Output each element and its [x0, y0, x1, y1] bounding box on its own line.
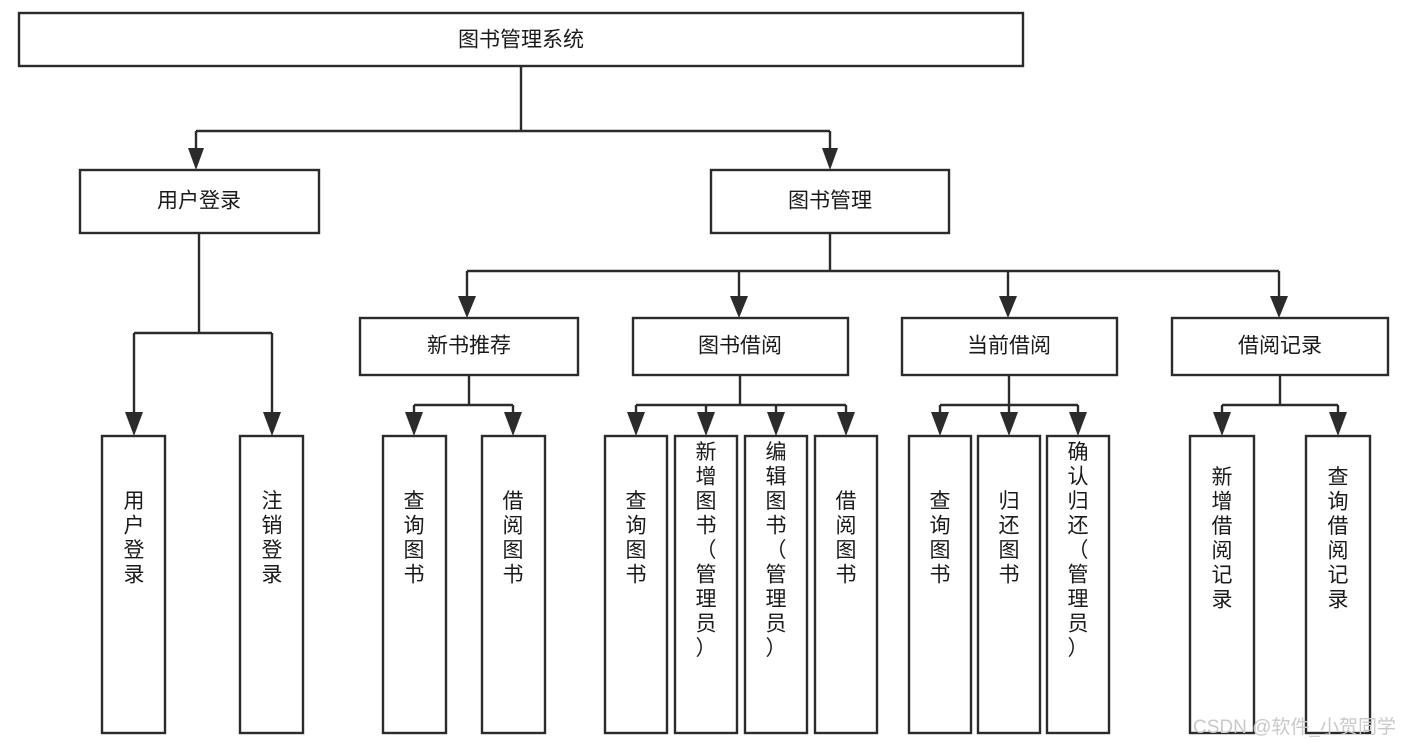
node-leaf-add-book-box[interactable] [673, 434, 739, 735]
arrow-head-leaf-query-book-1 [405, 412, 423, 436]
connector-layer [125, 66, 1347, 436]
node-borrow-record-box[interactable] [1170, 316, 1390, 377]
node-borrow-record-label: 借阅记录 [1238, 335, 1322, 358]
node-leaf-query-book-1[interactable]: 查询图书 [381, 434, 448, 735]
node-leaf-return-book-label: 归还图书 [999, 490, 1020, 587]
node-leaf-user-login-box[interactable] [100, 434, 167, 735]
node-new-book-recommend-label: 新书推荐 [427, 335, 511, 358]
node-leaf-logout-login[interactable]: 注销登录 [238, 434, 305, 735]
node-leaf-add-record-box[interactable] [1188, 434, 1256, 735]
arrow-head-current-borrow [999, 296, 1017, 318]
arrow-head-user-login [188, 148, 204, 170]
node-leaf-query-record[interactable]: 查询借阅记录 [1304, 434, 1372, 735]
node-root-label: 图书管理系统 [458, 29, 584, 52]
node-new-book-recommend-box[interactable] [358, 316, 580, 377]
node-current-borrow[interactable]: 当前借阅 [900, 316, 1119, 377]
node-book-manage-box[interactable] [709, 168, 951, 235]
node-leaf-query-book-2[interactable]: 查询图书 [603, 434, 669, 735]
arrow-head-leaf-add-record [1213, 412, 1231, 436]
arrow-head-book-manage [822, 148, 838, 170]
node-leaf-logout-login-label: 注销登录 [262, 490, 283, 587]
arrow-head-leaf-user-login [125, 412, 143, 436]
node-leaf-borrow-book-2[interactable]: 借阅图书 [813, 434, 879, 735]
node-new-book-recommend[interactable]: 新书推荐 [358, 316, 580, 377]
arrow-head-leaf-return-book [1000, 412, 1018, 436]
node-leaf-borrow-book-1-box[interactable] [480, 434, 547, 735]
node-leaf-edit-book-label: 编辑图书（管理员） [766, 441, 787, 660]
node-leaf-user-login[interactable]: 用户登录 [100, 434, 167, 735]
node-leaf-query-book-1-label: 查询图书 [404, 490, 425, 587]
node-borrow-record[interactable]: 借阅记录 [1170, 316, 1390, 377]
node-leaf-query-book-2-box[interactable] [603, 434, 669, 735]
arrow-head-leaf-borrow-book-1 [504, 412, 522, 436]
node-current-borrow-box[interactable] [900, 316, 1119, 377]
node-leaf-query-book-2-label: 查询图书 [626, 490, 647, 587]
node-leaf-query-book-1-box[interactable] [381, 434, 448, 735]
node-leaf-return-book[interactable]: 归还图书 [976, 434, 1042, 735]
node-leaf-add-book[interactable]: 新增图书（管理员） [673, 434, 739, 735]
node-book-manage[interactable]: 图书管理 [709, 168, 951, 235]
node-book-borrow[interactable]: 图书借阅 [631, 316, 850, 377]
node-book-borrow-label: 图书借阅 [698, 335, 782, 358]
node-leaf-query-book-3-label: 查询图书 [930, 490, 951, 587]
node-user-login-label: 用户登录 [157, 190, 241, 213]
arrow-head-new-book-recommend [458, 296, 476, 318]
node-leaf-borrow-book-1[interactable]: 借阅图书 [480, 434, 547, 735]
node-leaf-add-book-label: 新增图书（管理员） [696, 441, 717, 660]
node-user-login-box[interactable] [78, 168, 321, 235]
node-root-box[interactable] [17, 11, 1025, 68]
arrow-head-leaf-logout-login [263, 412, 281, 436]
node-leaf-return-book-box[interactable] [976, 434, 1042, 735]
node-leaf-confirm-return-label: 确认归还（管理员） [1068, 441, 1089, 660]
arrow-head-leaf-query-record [1329, 412, 1347, 436]
arrow-head-leaf-borrow-book-2 [837, 412, 855, 436]
arrow-head-leaf-edit-book [767, 412, 785, 436]
node-user-login[interactable]: 用户登录 [78, 168, 321, 235]
node-leaf-query-record-label: 查询借阅记录 [1328, 466, 1349, 612]
arrow-head-leaf-confirm-return [1069, 412, 1087, 436]
arrow-head-book-borrow [730, 296, 748, 318]
node-leaf-borrow-book-1-label: 借阅图书 [503, 490, 524, 587]
node-leaf-borrow-book-2-box[interactable] [813, 434, 879, 735]
node-leaf-query-book-3[interactable]: 查询图书 [907, 434, 973, 735]
arrow-head-leaf-query-book-3 [931, 412, 949, 436]
csdn-watermark: CSDN @软件_小贺同学 [1193, 716, 1396, 738]
node-book-borrow-box[interactable] [631, 316, 850, 377]
arrow-head-leaf-query-book-2 [627, 412, 645, 436]
node-leaf-confirm-return-box[interactable] [1045, 434, 1111, 735]
arrow-head-borrow-record [1270, 296, 1288, 318]
node-leaf-add-record[interactable]: 新增借阅记录 [1188, 434, 1256, 735]
node-book-manage-label: 图书管理 [788, 190, 872, 213]
node-leaf-confirm-return[interactable]: 确认归还（管理员） [1045, 434, 1111, 735]
node-leaf-query-record-box[interactable] [1304, 434, 1372, 735]
node-leaf-user-login-label: 用户登录 [124, 490, 145, 587]
node-leaf-edit-book[interactable]: 编辑图书（管理员） [743, 434, 809, 735]
node-leaf-add-record-label: 新增借阅记录 [1212, 466, 1233, 612]
node-leaf-query-book-3-box[interactable] [907, 434, 973, 735]
node-leaf-edit-book-box[interactable] [743, 434, 809, 735]
arrow-head-leaf-add-book [697, 412, 715, 436]
node-leaf-borrow-book-2-label: 借阅图书 [836, 490, 857, 587]
node-leaf-logout-login-box[interactable] [238, 434, 305, 735]
node-root[interactable]: 图书管理系统 [17, 11, 1025, 68]
node-current-borrow-label: 当前借阅 [967, 335, 1051, 358]
